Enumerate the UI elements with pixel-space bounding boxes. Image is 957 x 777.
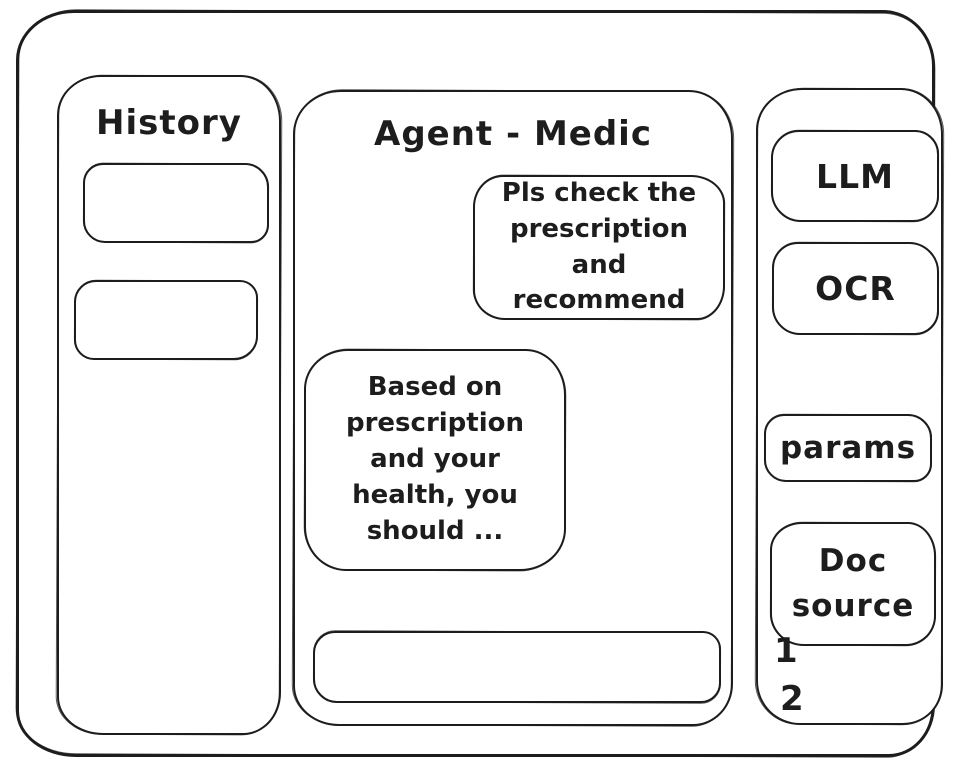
- history-sidebar: History: [57, 75, 281, 735]
- annotation-step-2: 2: [780, 679, 804, 719]
- llm-button[interactable]: LLM: [771, 130, 939, 222]
- app-window-frame: History Agent - Medic Pls check the pres…: [16, 10, 943, 757]
- chat-panel-title: Agent - Medic: [374, 114, 652, 154]
- params-button-label: params: [779, 430, 917, 466]
- ocr-button-label: OCR: [815, 269, 896, 308]
- user-message-bubble: Pls check the prescription and recommend: [473, 175, 725, 320]
- assistant-message-bubble: Based on prescription and your health, y…: [304, 349, 566, 571]
- history-item[interactable]: [83, 163, 269, 243]
- history-item[interactable]: [74, 280, 258, 360]
- history-title: History: [96, 103, 242, 143]
- doc-source-button-label: Doc source: [791, 543, 915, 624]
- annotation-step-1: 1: [774, 631, 798, 671]
- chat-panel: Agent - Medic Pls check the prescription…: [293, 90, 733, 726]
- user-message-text: Pls check the prescription and recommend: [501, 177, 697, 316]
- llm-button-label: LLM: [816, 156, 894, 196]
- ocr-button[interactable]: OCR: [772, 242, 939, 335]
- config-panel: LLM OCR params Doc source 1 2: [756, 88, 943, 725]
- doc-source-button[interactable]: Doc source: [770, 522, 936, 646]
- message-input[interactable]: [313, 631, 721, 703]
- assistant-message-text: Based on prescription and your health, y…: [345, 372, 524, 546]
- params-button[interactable]: params: [764, 414, 932, 482]
